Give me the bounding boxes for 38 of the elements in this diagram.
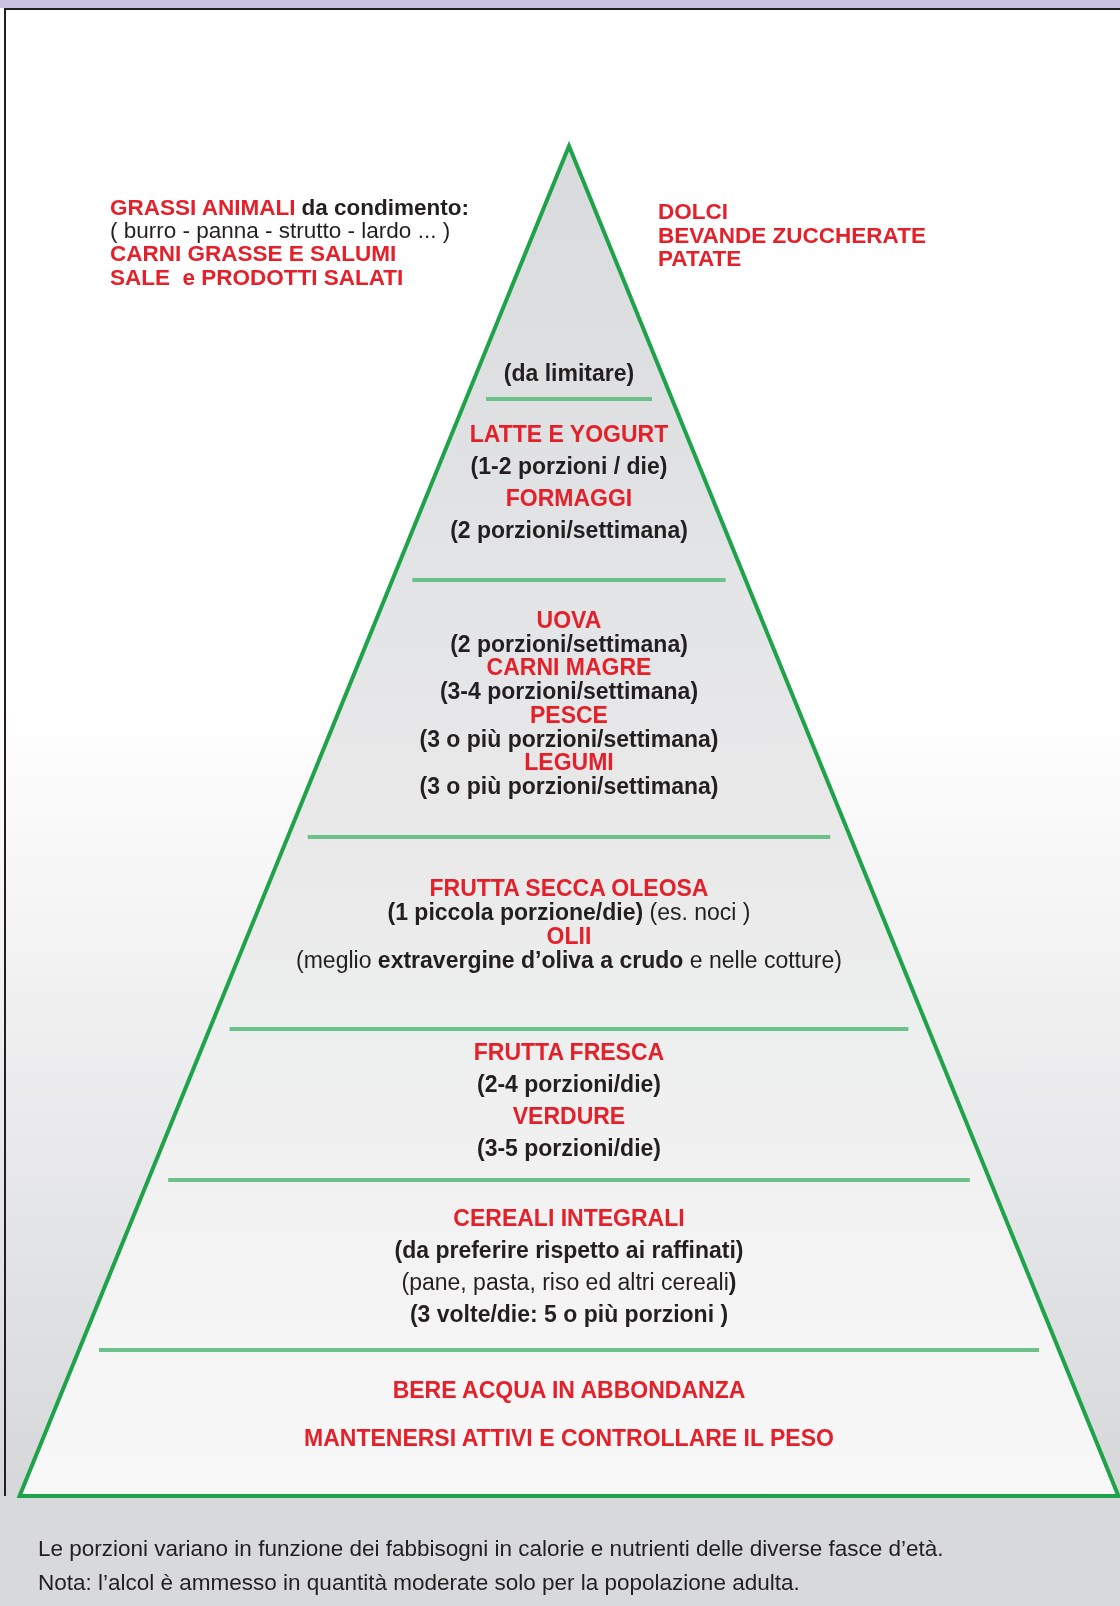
- label-text: da condimento:: [301, 196, 469, 220]
- food-group: BEVANDE ZUCCHERATE: [658, 224, 926, 248]
- serving-note: (3 o più porzioni/settimana): [419, 726, 719, 751]
- food-group: GRASSI ANIMALI: [110, 196, 296, 220]
- serving-note: (3 o più porzioni/settimana): [419, 774, 719, 799]
- food-group: FRUTTA SECCA OLEOSA: [429, 876, 709, 900]
- serving-note: (2-4 porzioni/die): [477, 1072, 661, 1096]
- food-group: SALE e PRODOTTI SALATI: [110, 266, 404, 290]
- footnote: Le porzioni variano in funzione dei fabbisogni in calorie e nutrienti delle diverse fasce d’età.: [38, 1537, 944, 1561]
- serving-note: (3 volte/die: 5 o più porzioni ): [409, 1302, 729, 1326]
- food-group: MANTENERSI ATTIVI E CONTROLLARE IL PESO: [304, 1426, 834, 1450]
- food-group: DOLCI: [658, 200, 728, 224]
- food-group: FORMAGGI: [505, 486, 633, 510]
- food-group: VERDURE: [512, 1104, 626, 1128]
- food-group: UOVA: [536, 607, 602, 632]
- example-list: ( burro - panna - strutto - lardo ... ): [110, 219, 451, 243]
- serving-note: (3-5 porzioni/die): [477, 1136, 661, 1160]
- food-group: CEREALI INTEGRALI: [453, 1206, 685, 1230]
- pyramid-tier: [78, 1180, 1059, 1350]
- food-group: LATTE E YOGURT: [469, 422, 669, 446]
- serving-note: (da preferire rispetto ai raffinati): [394, 1238, 744, 1262]
- serving-note: (meglio extravergine d’oliva a crudo e nelle cotture): [296, 948, 842, 972]
- serving-note: (1 piccola porzione/die) (es. noci ): [387, 900, 751, 924]
- serving-note: (da limitare): [503, 361, 635, 385]
- food-group: CARNI MAGRE: [486, 655, 652, 680]
- food-group: BERE ACQUA IN ABBONDANZA: [392, 1378, 746, 1402]
- food-group: CARNI GRASSE E SALUMI: [110, 242, 397, 266]
- serving-note: (2 porzioni/settimana): [450, 631, 688, 656]
- food-group: FRUTTA FRESCA: [473, 1040, 665, 1064]
- serving-note: (3-4 porzioni/settimana): [439, 679, 699, 704]
- food-group: LEGUMI: [524, 750, 614, 775]
- serving-note: (1-2 porzioni / die): [470, 454, 668, 478]
- food-group: PESCE: [530, 702, 608, 727]
- serving-note: (2 porzioni/settimana): [450, 518, 688, 542]
- serving-note: (pane, pasta, riso ed altri cereali): [401, 1270, 737, 1294]
- food-group: OLII: [546, 924, 592, 948]
- food-group: PATATE: [658, 247, 742, 271]
- footnote: Nota: l’alcol è ammesso in quantità moderate solo per la popolazione adulta.: [38, 1571, 800, 1595]
